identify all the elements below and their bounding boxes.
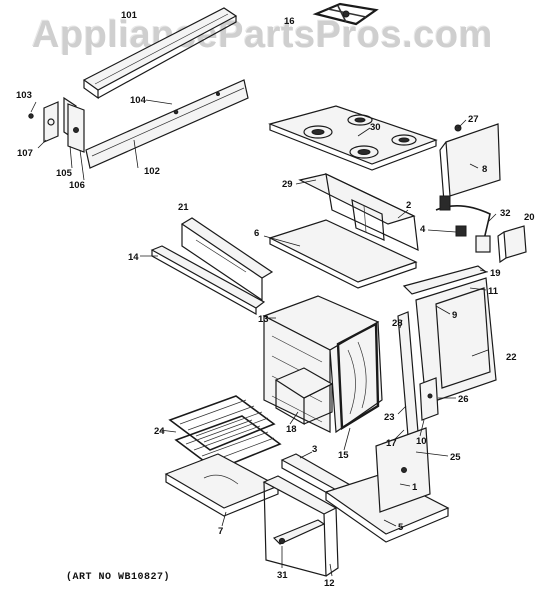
part-28-post [397,311,419,437]
part-26-bracket [419,377,439,421]
callout-1: 1 [412,482,418,493]
part-102-rear-panel [85,79,249,169]
callout-11: 11 [488,286,499,297]
callout-4: 4 [420,224,426,235]
part-14-bottom-rail [150,245,266,316]
callout-3: 3 [312,444,317,455]
callout-18: 18 [286,424,297,435]
callout-20: 20 [524,212,535,223]
callout-9: 9 [452,310,457,321]
part-1-back-cover [375,427,431,513]
callout-2: 2 [406,200,411,211]
callout-27: 27 [468,114,479,125]
part-20-relay [497,225,527,264]
callout-32: 32 [500,208,511,219]
part-101-top-trim [82,7,238,100]
callout-107: 107 [17,148,33,159]
callout-21: 21 [178,202,189,213]
callout-103: 103 [16,90,32,101]
callout-labels: 101 16 103 104 107 105 106 102 30 27 8 2… [16,10,535,589]
part-15-door-frame [336,322,380,431]
callout-24: 24 [154,426,165,437]
part-19-top-brace [402,265,488,295]
part-4-switch [455,225,467,237]
callout-13: 13 [258,314,269,325]
part-12-drawer-rail [262,475,339,577]
part-29-burner-box [298,172,419,251]
callout-30: 30 [370,122,381,133]
part-30-cooktop [268,105,438,171]
part-7-broiler-pan [164,453,280,517]
callout-16: 16 [284,16,295,27]
part-18-inner-panel [274,367,334,426]
part-16-grate [312,2,379,26]
part-21-side-rail [180,217,274,302]
callout-17: 17 [386,438,397,449]
callout-28: 28 [392,318,403,329]
callout-14: 14 [128,252,139,263]
callout-5: 5 [398,522,404,533]
callout-7: 7 [218,526,223,537]
part-6-oven-top [268,219,418,289]
part-31-bar [272,519,326,545]
callout-105: 105 [56,168,73,179]
callout-106: 106 [69,180,85,191]
callout-6: 6 [254,228,259,239]
callout-31: 31 [277,570,288,581]
callout-102: 102 [144,166,160,177]
part-107-side-panel [28,96,85,153]
callout-19: 19 [490,268,501,279]
callout-101: 101 [121,10,138,21]
callout-10: 10 [416,436,427,447]
callout-15: 15 [338,450,349,461]
callout-104: 104 [130,95,147,106]
callout-22: 22 [506,352,517,363]
callout-23: 23 [384,412,395,423]
callout-8: 8 [482,164,487,175]
part-8-control-box [439,123,501,204]
part-32-cable [435,195,491,253]
callout-12: 12 [324,578,335,589]
part-22-side-panel [415,277,497,405]
leader-lines [30,99,497,577]
callout-26: 26 [458,394,469,405]
callout-29: 29 [282,179,293,190]
art-number-caption: (ART NO WB10827) [66,572,171,583]
callout-25: 25 [450,452,461,463]
